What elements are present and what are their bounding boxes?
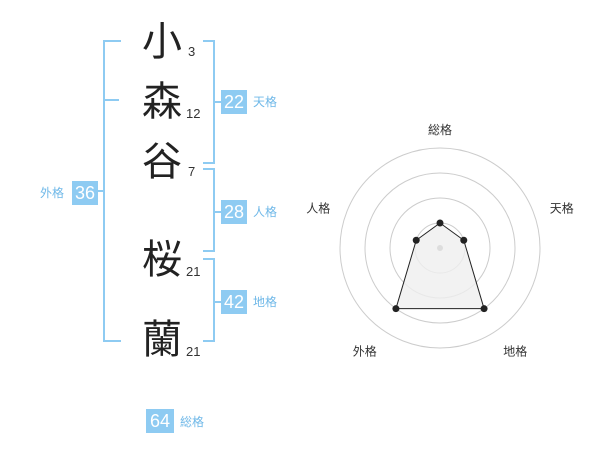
name-char-3: 谷 [142, 139, 182, 185]
radar-point-5 [412, 236, 420, 244]
stroke-count-1: 3 [188, 44, 196, 59]
jinkaku-bracket [203, 168, 215, 252]
gaikaku-bracket [103, 40, 121, 342]
chikaku-connector [213, 301, 221, 303]
chikaku-label: 地格 [253, 295, 278, 309]
stroke-count-2: 12 [186, 106, 201, 121]
name-char-4: 桜 [142, 237, 182, 283]
stroke-count-5: 21 [186, 344, 201, 359]
name-char-2: 森 [142, 79, 182, 125]
gaikaku-label: 外格 [40, 186, 65, 200]
gaikaku-connector [96, 190, 104, 192]
tenkaku-label: 天格 [253, 95, 278, 109]
radar-axis-label-5: 人格 [306, 200, 330, 215]
radar-ring-3 [364, 172, 516, 324]
radar-point-2 [460, 236, 468, 244]
soukaku-label: 総格 [180, 415, 205, 429]
radar-axis-label-2: 天格 [550, 200, 574, 215]
radar-ring-4 [339, 147, 541, 349]
tenkaku-score: 22 [221, 90, 247, 114]
gaikaku-score: 36 [72, 181, 98, 205]
jinkaku-label: 人格 [253, 205, 278, 219]
radar-point-1 [436, 219, 444, 227]
jinkaku-connector [213, 211, 221, 213]
radar-polygon [395, 222, 485, 310]
radar-point-3 [480, 305, 488, 313]
stroke-count-4: 21 [186, 264, 201, 279]
tenkaku-connector [213, 101, 221, 103]
stroke-count-3: 7 [188, 164, 196, 179]
chikaku-score: 42 [221, 290, 247, 314]
jinkaku-score: 28 [221, 200, 247, 224]
radar-points [392, 219, 488, 313]
radar-axis-label-1: 総格 [428, 122, 452, 137]
soukaku-score: 64 [146, 409, 174, 433]
radar-axis-label-3: 地格 [503, 344, 527, 359]
name-char-1: 小 [142, 19, 182, 65]
chikaku-bracket [203, 258, 215, 342]
name-char-5: 蘭 [142, 317, 182, 363]
radar-point-4 [392, 305, 400, 313]
radar-axis-label-4: 外格 [353, 344, 377, 359]
gaikaku-bracket-mid-tick [103, 99, 119, 101]
radar-center-dot [437, 245, 443, 251]
